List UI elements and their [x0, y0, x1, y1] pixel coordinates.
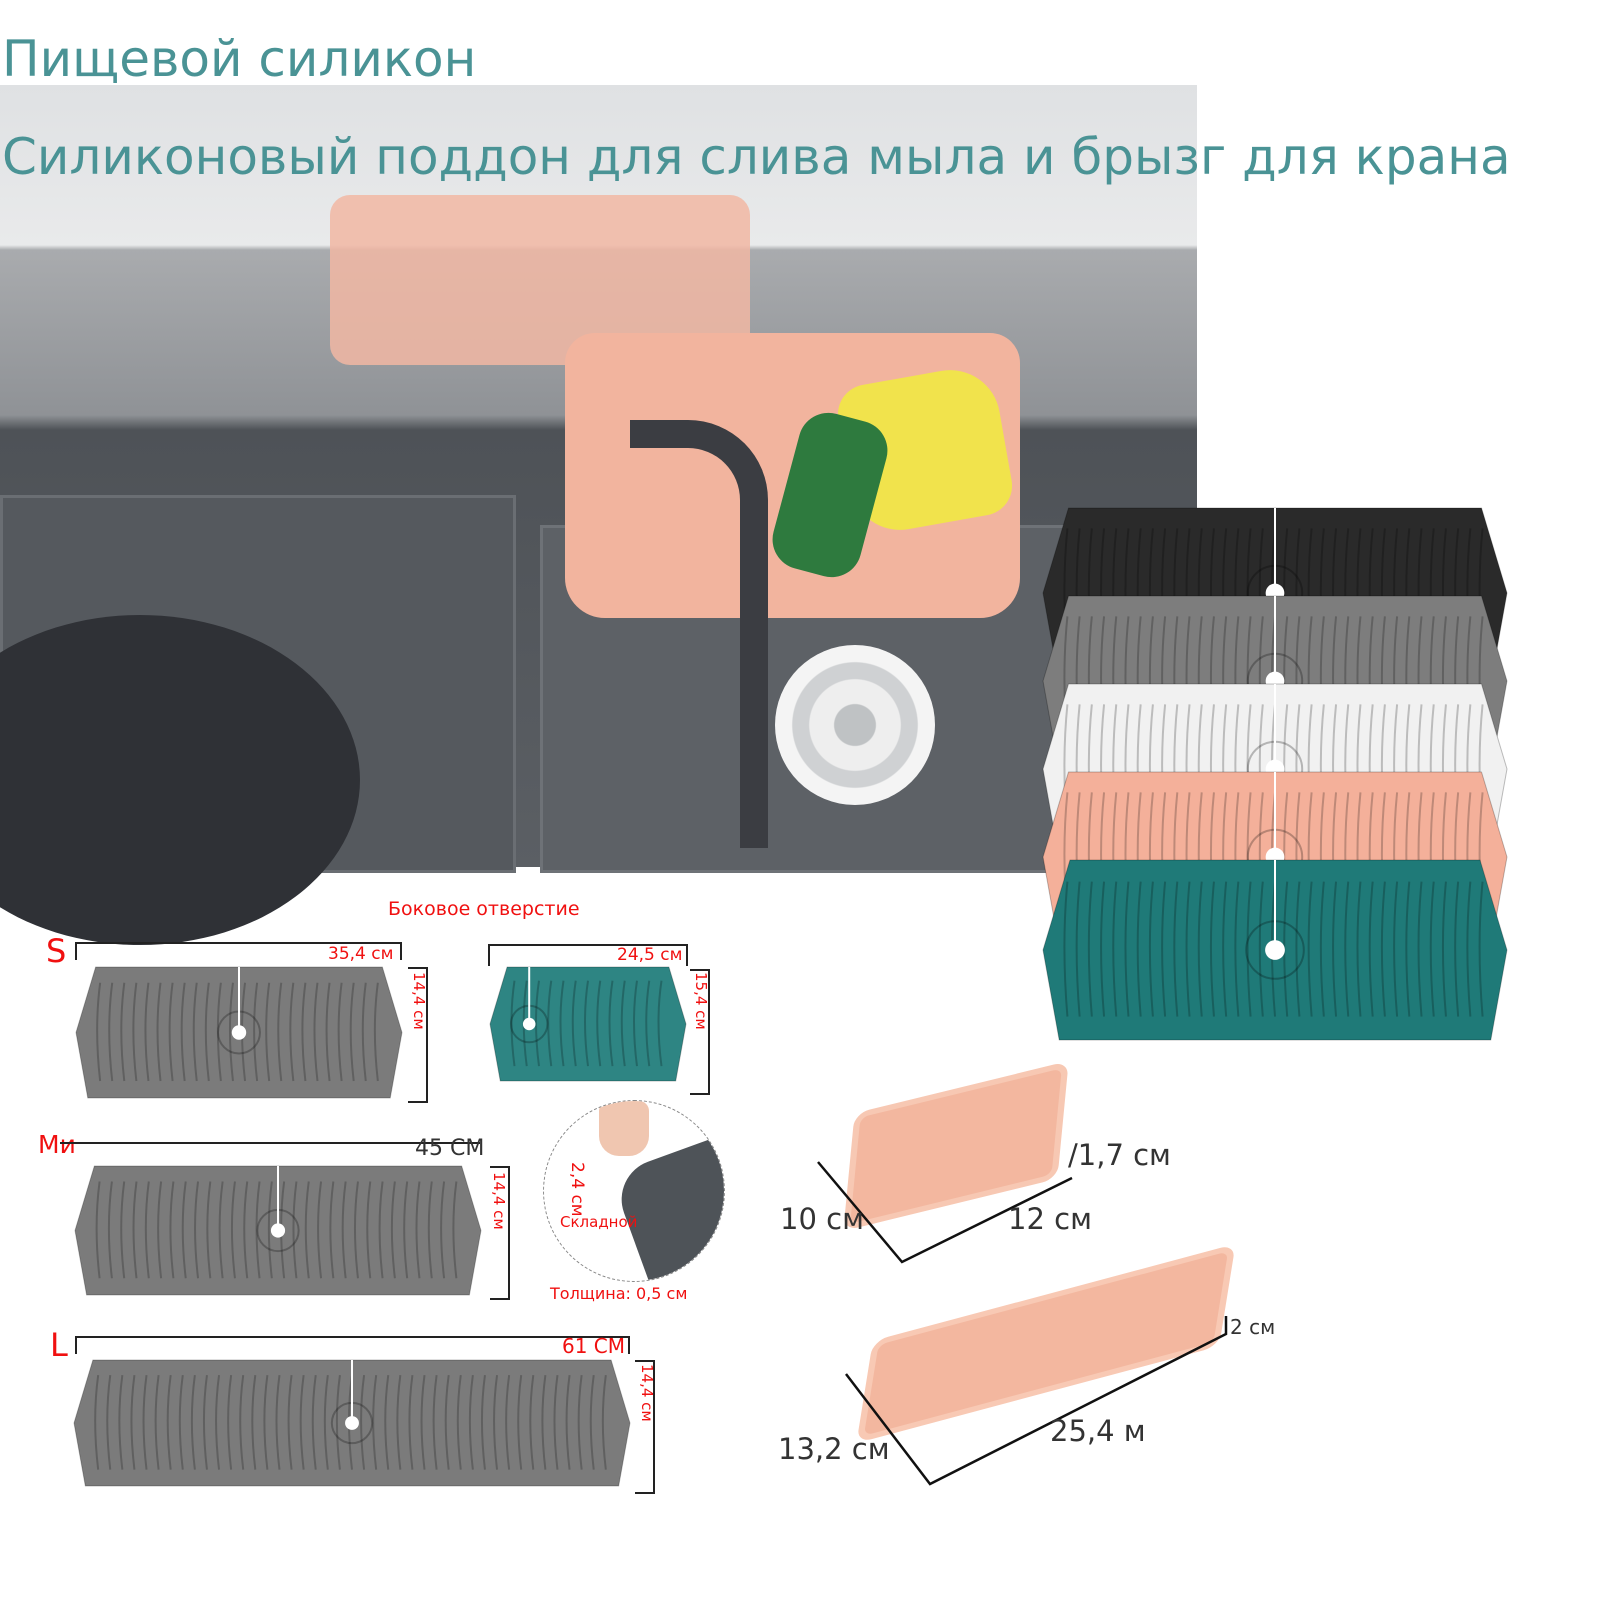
mat-shape — [489, 966, 687, 1082]
drain — [775, 645, 935, 805]
folded-mat-edge — [610, 1134, 724, 1281]
side-hole-width: 24,5 см — [617, 945, 683, 965]
soap-tray-large-dimensions — [845, 1316, 1228, 1486]
soap-tray-small-dimensions — [817, 1161, 1073, 1264]
mat-size-s — [75, 966, 403, 1099]
faucet — [630, 420, 768, 848]
fold-detail-circle — [543, 1100, 725, 1282]
kitchen-photo — [0, 85, 1203, 945]
frying-pan — [0, 615, 360, 945]
mat-side-hole — [489, 966, 687, 1082]
tray-small-length: 10 см — [780, 1202, 864, 1236]
page-subtitle: Силиконовый поддон для слива мыла и брыз… — [2, 128, 1511, 186]
tray-small-width: 12 см — [1008, 1202, 1092, 1236]
size-m-height: 14,4 см — [490, 1172, 508, 1230]
tray-small-depth: /1,7 см — [1068, 1138, 1171, 1172]
mat-shape — [74, 1165, 482, 1296]
size-s-letter: S — [46, 932, 67, 970]
size-m-width: 45 СМ — [415, 1136, 485, 1161]
tray-large-width: 25,4 м — [1050, 1414, 1146, 1448]
mat-shape — [75, 966, 403, 1099]
hand — [599, 1101, 649, 1156]
fold-label: Складной — [560, 1213, 638, 1231]
mat-size-l — [73, 1359, 631, 1487]
fold-height: 2,4 см — [567, 1162, 587, 1217]
page-title: Пищевой силикон — [2, 30, 477, 88]
size-l-height: 14,4 см — [638, 1364, 656, 1422]
tray-large-depth: 2 см — [1230, 1315, 1276, 1339]
side-hole-label: Боковое отверстие — [388, 898, 580, 920]
side-hole-height: 15,4 см — [692, 972, 710, 1030]
tray-large-length: 13,2 см — [778, 1432, 890, 1466]
size-l-letter: L — [50, 1326, 68, 1364]
color-variants — [1042, 507, 1508, 1041]
mat-shape — [73, 1359, 631, 1487]
size-s-width: 35,4 см — [328, 944, 394, 964]
size-m-letter: Ми — [38, 1130, 76, 1159]
size-s-height: 14,4 см — [410, 972, 428, 1030]
thickness-label: Толщина: 0,5 см — [550, 1284, 688, 1303]
mat-size-m — [74, 1165, 482, 1296]
size-l-width: 61 СМ — [562, 1334, 626, 1358]
variant-teal — [1042, 859, 1508, 1041]
